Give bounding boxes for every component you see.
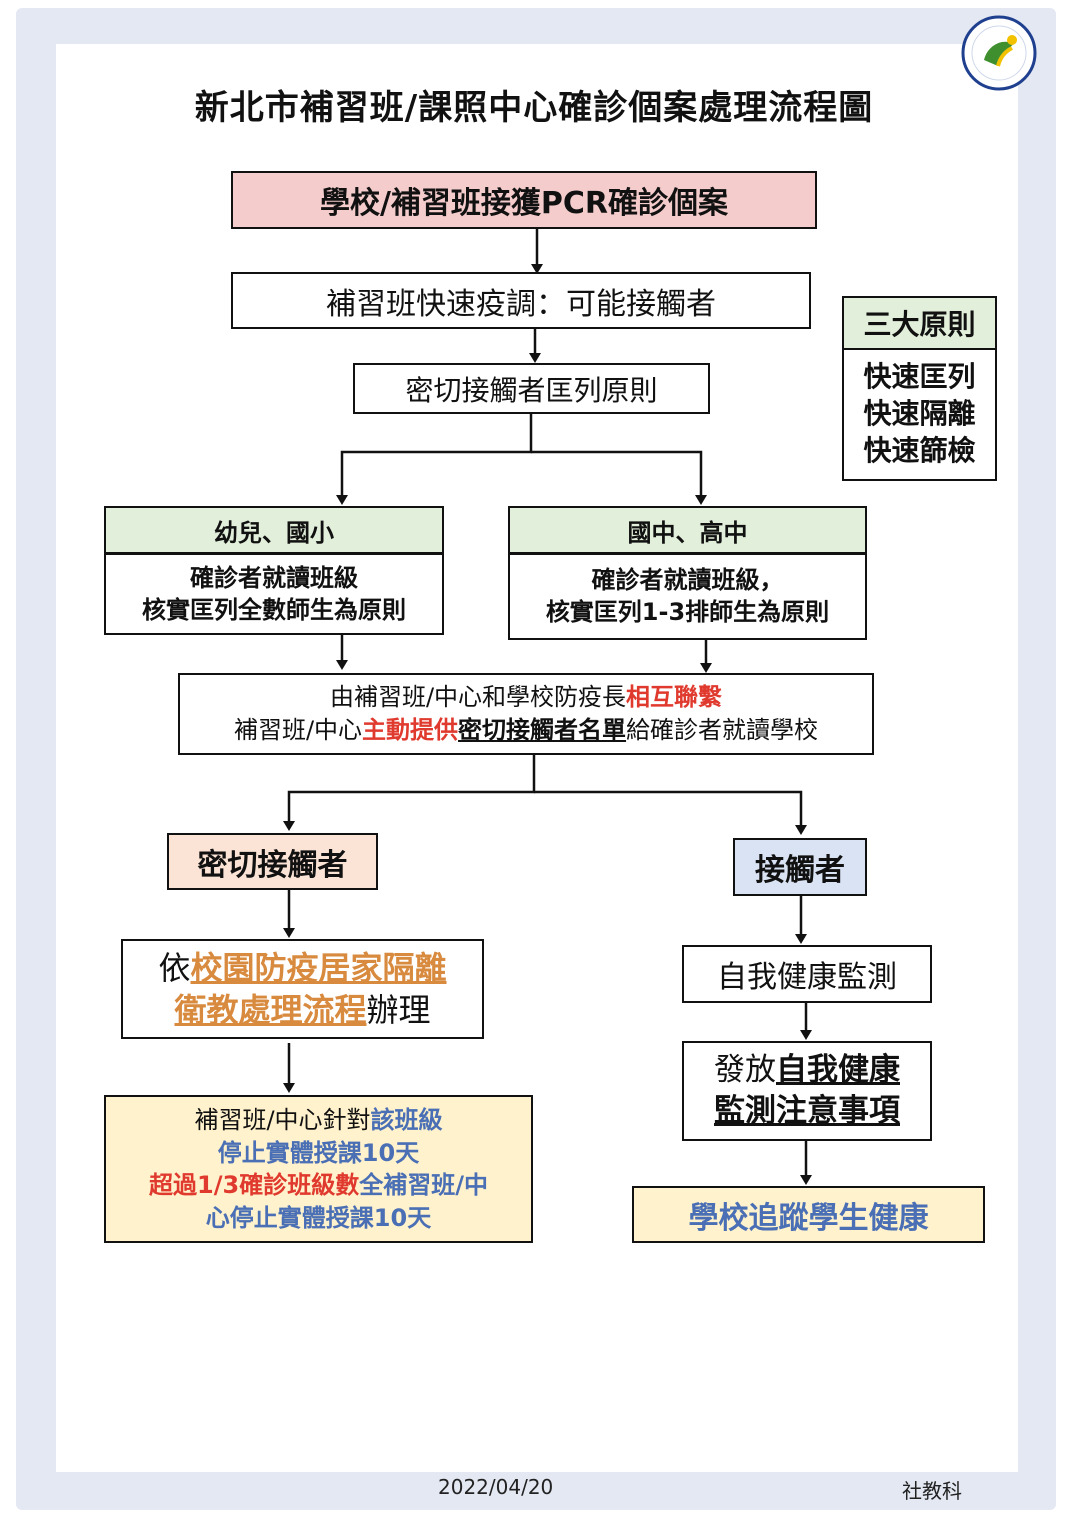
liaison-node: 由補習班/中心和學校防疫長相互聯繫 補習班/中心主動提供密切接觸者名單給確診者就… bbox=[178, 673, 874, 755]
school-tracking-label: 學校追蹤學生健康 bbox=[688, 1200, 929, 1236]
procedure-link-text: 校園防疫居家隔離 bbox=[190, 949, 447, 987]
suspend-highlight: 心停止實體授課10天 bbox=[205, 1203, 432, 1232]
liaison-text: 補習班/中心 bbox=[233, 716, 363, 744]
suspend-highlight: 該班級 bbox=[370, 1106, 443, 1134]
start-node: 學校/補習班接獲PCR確診個案 bbox=[231, 171, 817, 229]
principle-label: 密切接觸者匡列原則 bbox=[405, 373, 658, 407]
left-rule-line-2: 核實匡列全數師生為原則 bbox=[142, 596, 406, 624]
investigation-label: 補習班快速疫調：可能接觸者 bbox=[326, 286, 716, 322]
three-principles-panel: 三大原則 快速匡列 快速隔離 快速篩檢 bbox=[842, 296, 997, 481]
start-node-label: 學校/補習班接獲PCR確診個案 bbox=[319, 186, 729, 221]
principle-item: 快速匡列 bbox=[863, 360, 976, 393]
junior-senior-high-box: 國中、高中 確診者就讀班級， 核實匡列1-3排師生為原則 bbox=[508, 506, 867, 640]
kindergarten-elementary-header: 幼兒、國小 bbox=[106, 508, 442, 555]
quarantine-procedure-node: 依校園防疫居家隔離 衛教處理流程辦理 bbox=[121, 939, 484, 1039]
junior-senior-high-header: 國中、高中 bbox=[510, 508, 865, 555]
principle-item: 快速隔離 bbox=[863, 397, 976, 430]
investigation-node: 補習班快速疫調：可能接觸者 bbox=[231, 272, 811, 329]
principle-item: 快速篩檢 bbox=[863, 434, 976, 467]
procedure-text: 辦理 bbox=[366, 991, 431, 1029]
school-tracking-node: 學校追蹤學生健康 bbox=[632, 1186, 985, 1243]
suspend-highlight: 停止實體授課10天 bbox=[217, 1138, 420, 1167]
suspend-classes-node: 補習班/中心針對該班級 停止實體授課10天 超過1/3確診班級數全補習班/中 心… bbox=[104, 1095, 533, 1243]
contact-node: 接觸者 bbox=[733, 838, 867, 896]
monitor-notice-node: 發放自我健康 監測注意事項 bbox=[682, 1041, 932, 1141]
self-monitor-node: 自我健康監測 bbox=[682, 945, 932, 1003]
liaison-highlight: 相互聯繫 bbox=[626, 683, 723, 711]
procedure-link-text: 衛教處理流程 bbox=[174, 991, 367, 1029]
self-monitor-label: 自我健康監測 bbox=[717, 960, 897, 995]
suspend-text: 補習班/中心針對 bbox=[194, 1106, 371, 1134]
contact-list-text: 密切接觸者名單 bbox=[458, 716, 627, 744]
right-rule-line-2: 核實匡列1-3排師生為原則 bbox=[545, 598, 830, 626]
liaison-text: 由補習班/中心和學校防疫長 bbox=[329, 683, 627, 711]
right-rule-line-1: 確診者就讀班級， bbox=[591, 566, 784, 594]
principle-node: 密切接觸者匡列原則 bbox=[353, 363, 710, 414]
liaison-highlight: 主動提供 bbox=[362, 716, 459, 744]
left-rule-line-1: 確診者就讀班級 bbox=[190, 564, 358, 592]
three-principles-header: 三大原則 bbox=[844, 298, 995, 350]
notice-highlight: 自我健康 bbox=[776, 1052, 900, 1088]
liaison-text: 給確診者就讀學校 bbox=[626, 716, 819, 744]
notice-text: 發放 bbox=[714, 1052, 776, 1088]
kindergarten-elementary-box: 幼兒、國小 確診者就讀班級 核實匡列全數師生為原則 bbox=[104, 506, 444, 635]
bureau-logo bbox=[960, 14, 1038, 92]
notice-highlight: 監測注意事項 bbox=[714, 1093, 900, 1129]
suspend-threshold: 超過1/3確診班級數 bbox=[149, 1171, 360, 1199]
footer-department: 社教科 bbox=[902, 1479, 962, 1503]
suspend-highlight: 全補習班/中 bbox=[359, 1171, 488, 1199]
close-contact-node: 密切接觸者 bbox=[167, 833, 378, 890]
close-contact-label: 密切接觸者 bbox=[197, 847, 348, 883]
page-title: 新北市補習班/課照中心確診個案處理流程圖 bbox=[194, 88, 874, 128]
contact-label: 接觸者 bbox=[755, 853, 845, 888]
footer-date: 2022/04/20 bbox=[438, 1475, 554, 1499]
procedure-text: 依 bbox=[158, 949, 191, 987]
